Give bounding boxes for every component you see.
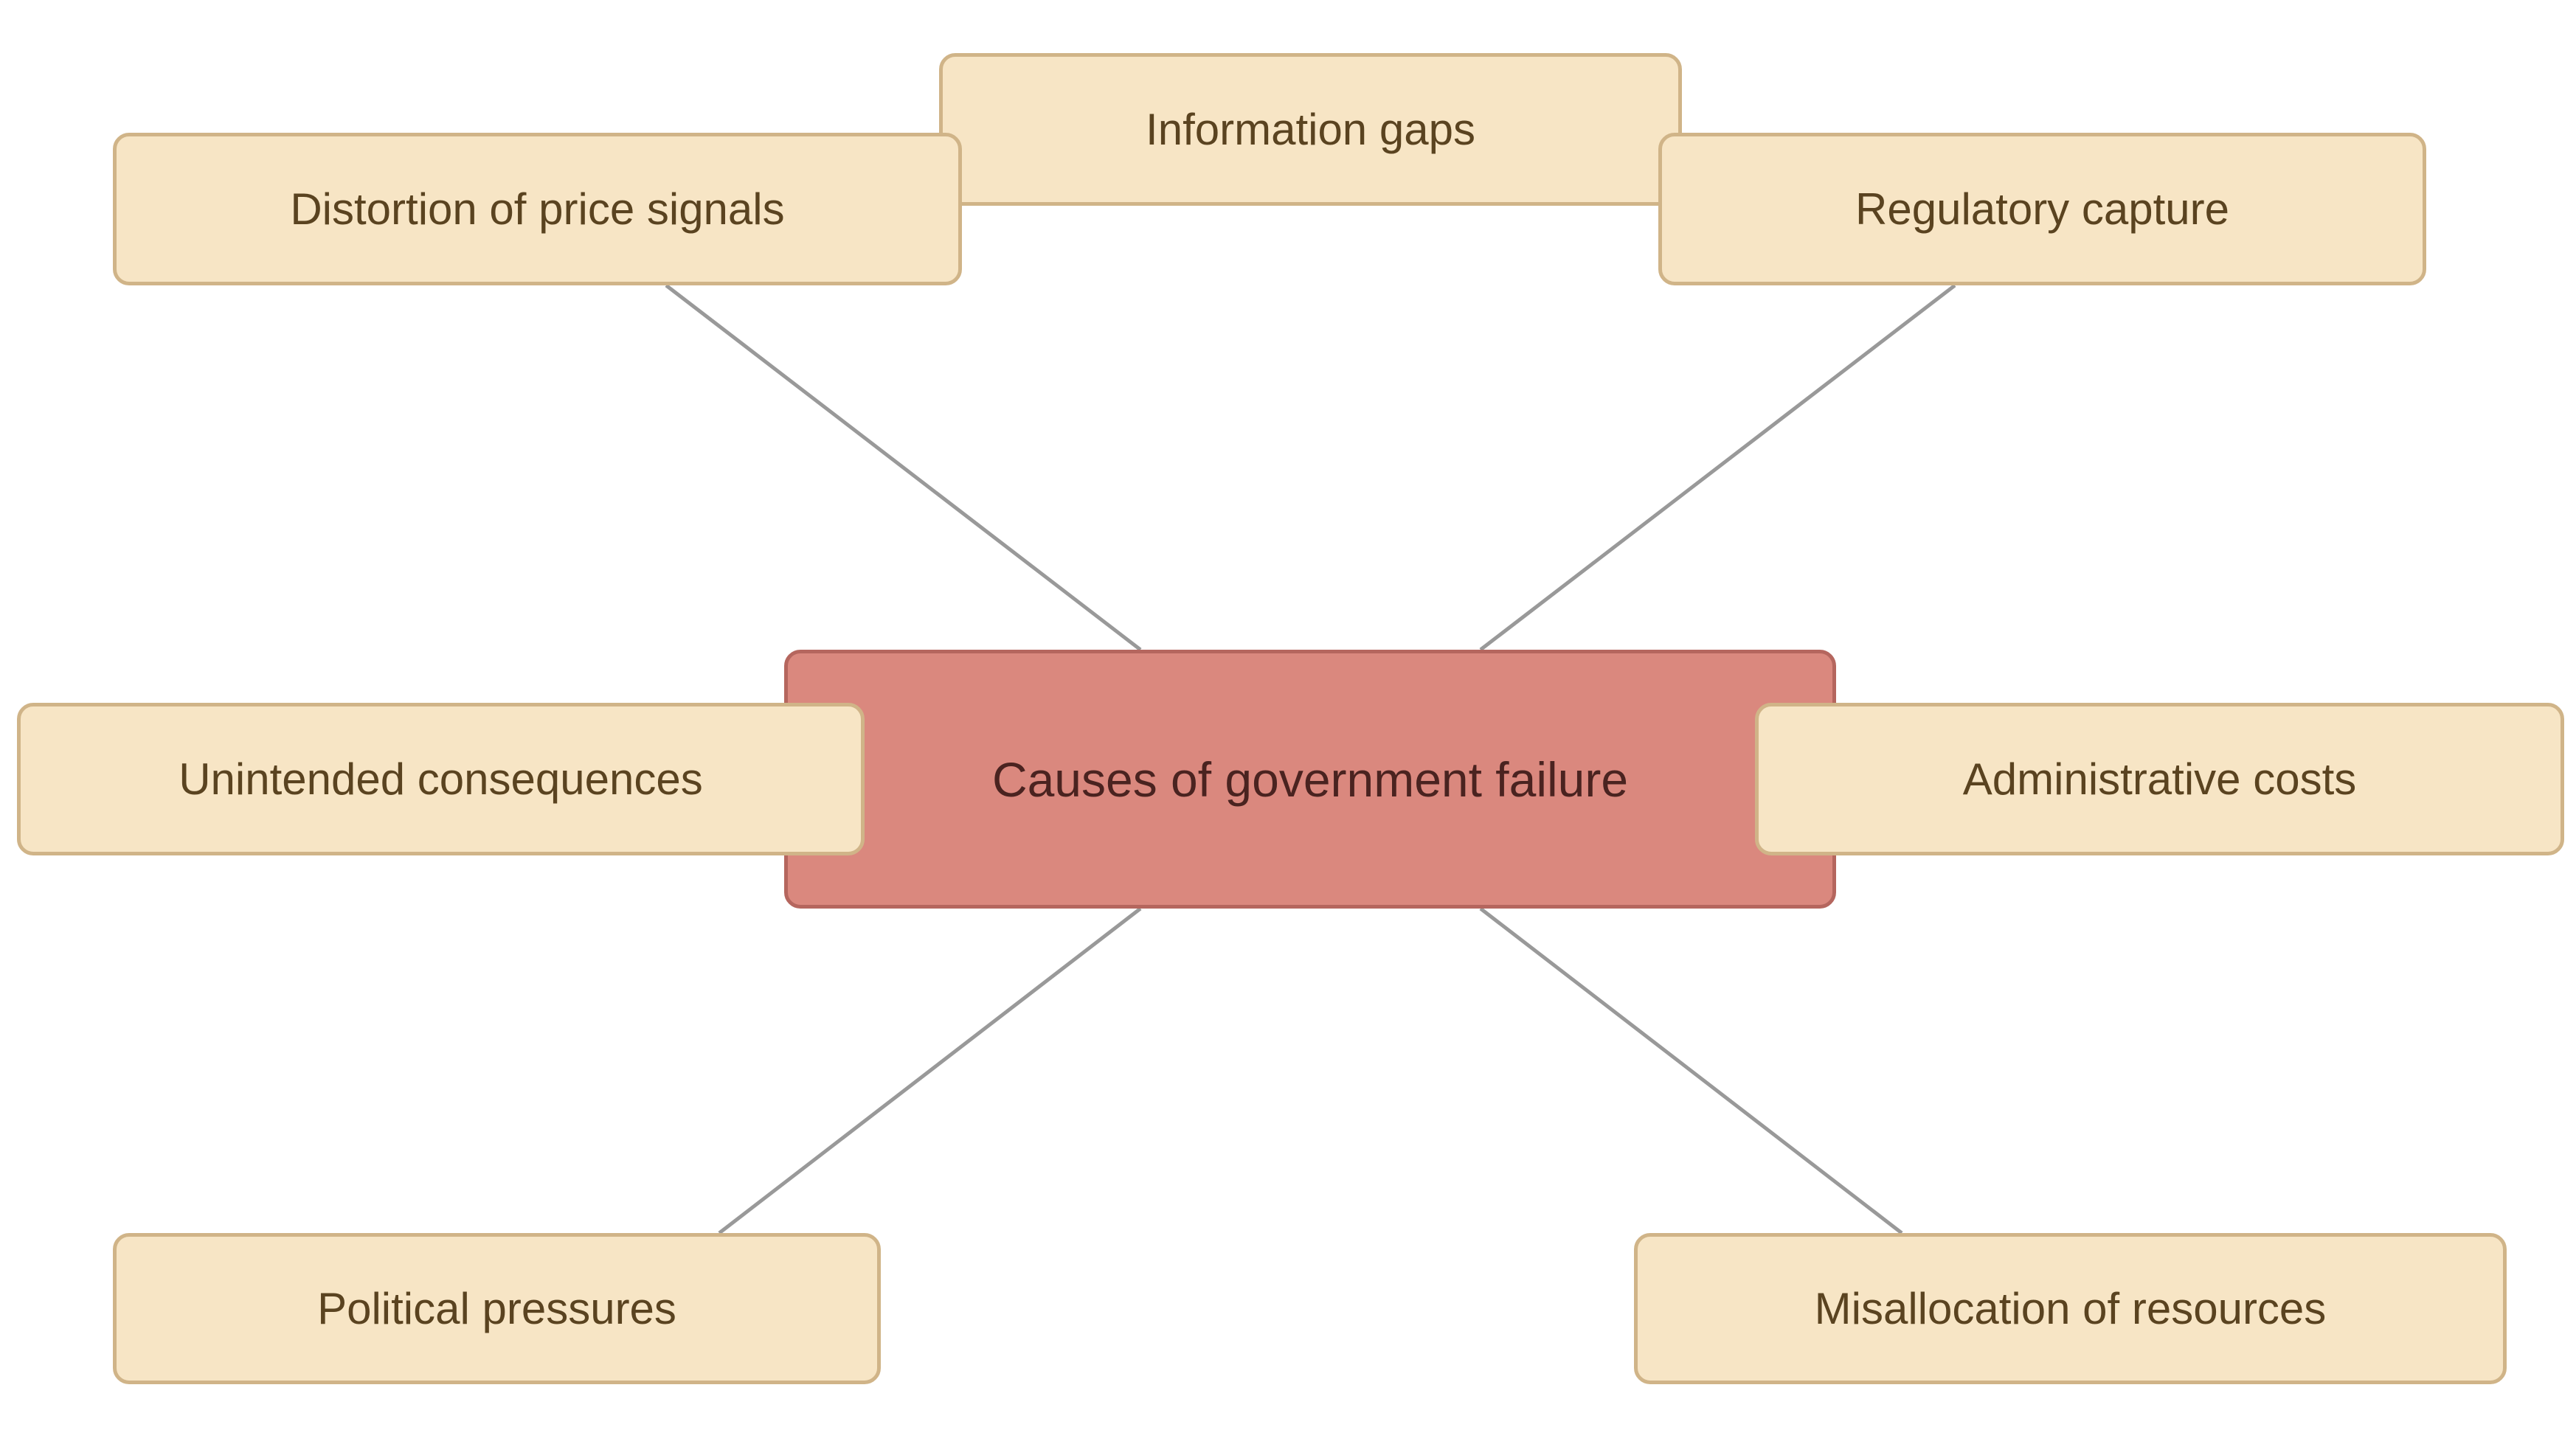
node-information-gaps[interactable]: Information gaps (939, 53, 1682, 206)
node-label: Unintended consequences (179, 754, 703, 804)
node-label: Misallocation of resources (1814, 1284, 2327, 1333)
root-label: Causes of government failure (991, 751, 1629, 807)
node-political-pressures[interactable]: Political pressures (113, 1233, 881, 1384)
node-label: Information gaps (1146, 105, 1475, 154)
node-label: Regulatory capture (1855, 184, 2229, 234)
edge-distortion (665, 284, 1142, 651)
node-unintended-consequences[interactable]: Unintended consequences (17, 703, 865, 855)
node-administrative-costs[interactable]: Administrative costs (1755, 703, 2564, 855)
root-node-causes-of-government-failure[interactable]: Causes of government failure (784, 650, 1836, 909)
node-distortion-of-price-signals[interactable]: Distortion of price signals (113, 133, 962, 285)
node-regulatory-capture[interactable]: Regulatory capture (1658, 133, 2426, 285)
node-label: Administrative costs (1962, 754, 2357, 804)
node-label: Distortion of price signals (290, 184, 785, 234)
node-misallocation-of-resources[interactable]: Misallocation of resources (1634, 1233, 2507, 1384)
edge-regulatory (1479, 284, 1956, 651)
edge-misallocation (1479, 907, 1903, 1235)
node-label: Political pressures (317, 1284, 676, 1333)
edge-political (718, 907, 1142, 1235)
